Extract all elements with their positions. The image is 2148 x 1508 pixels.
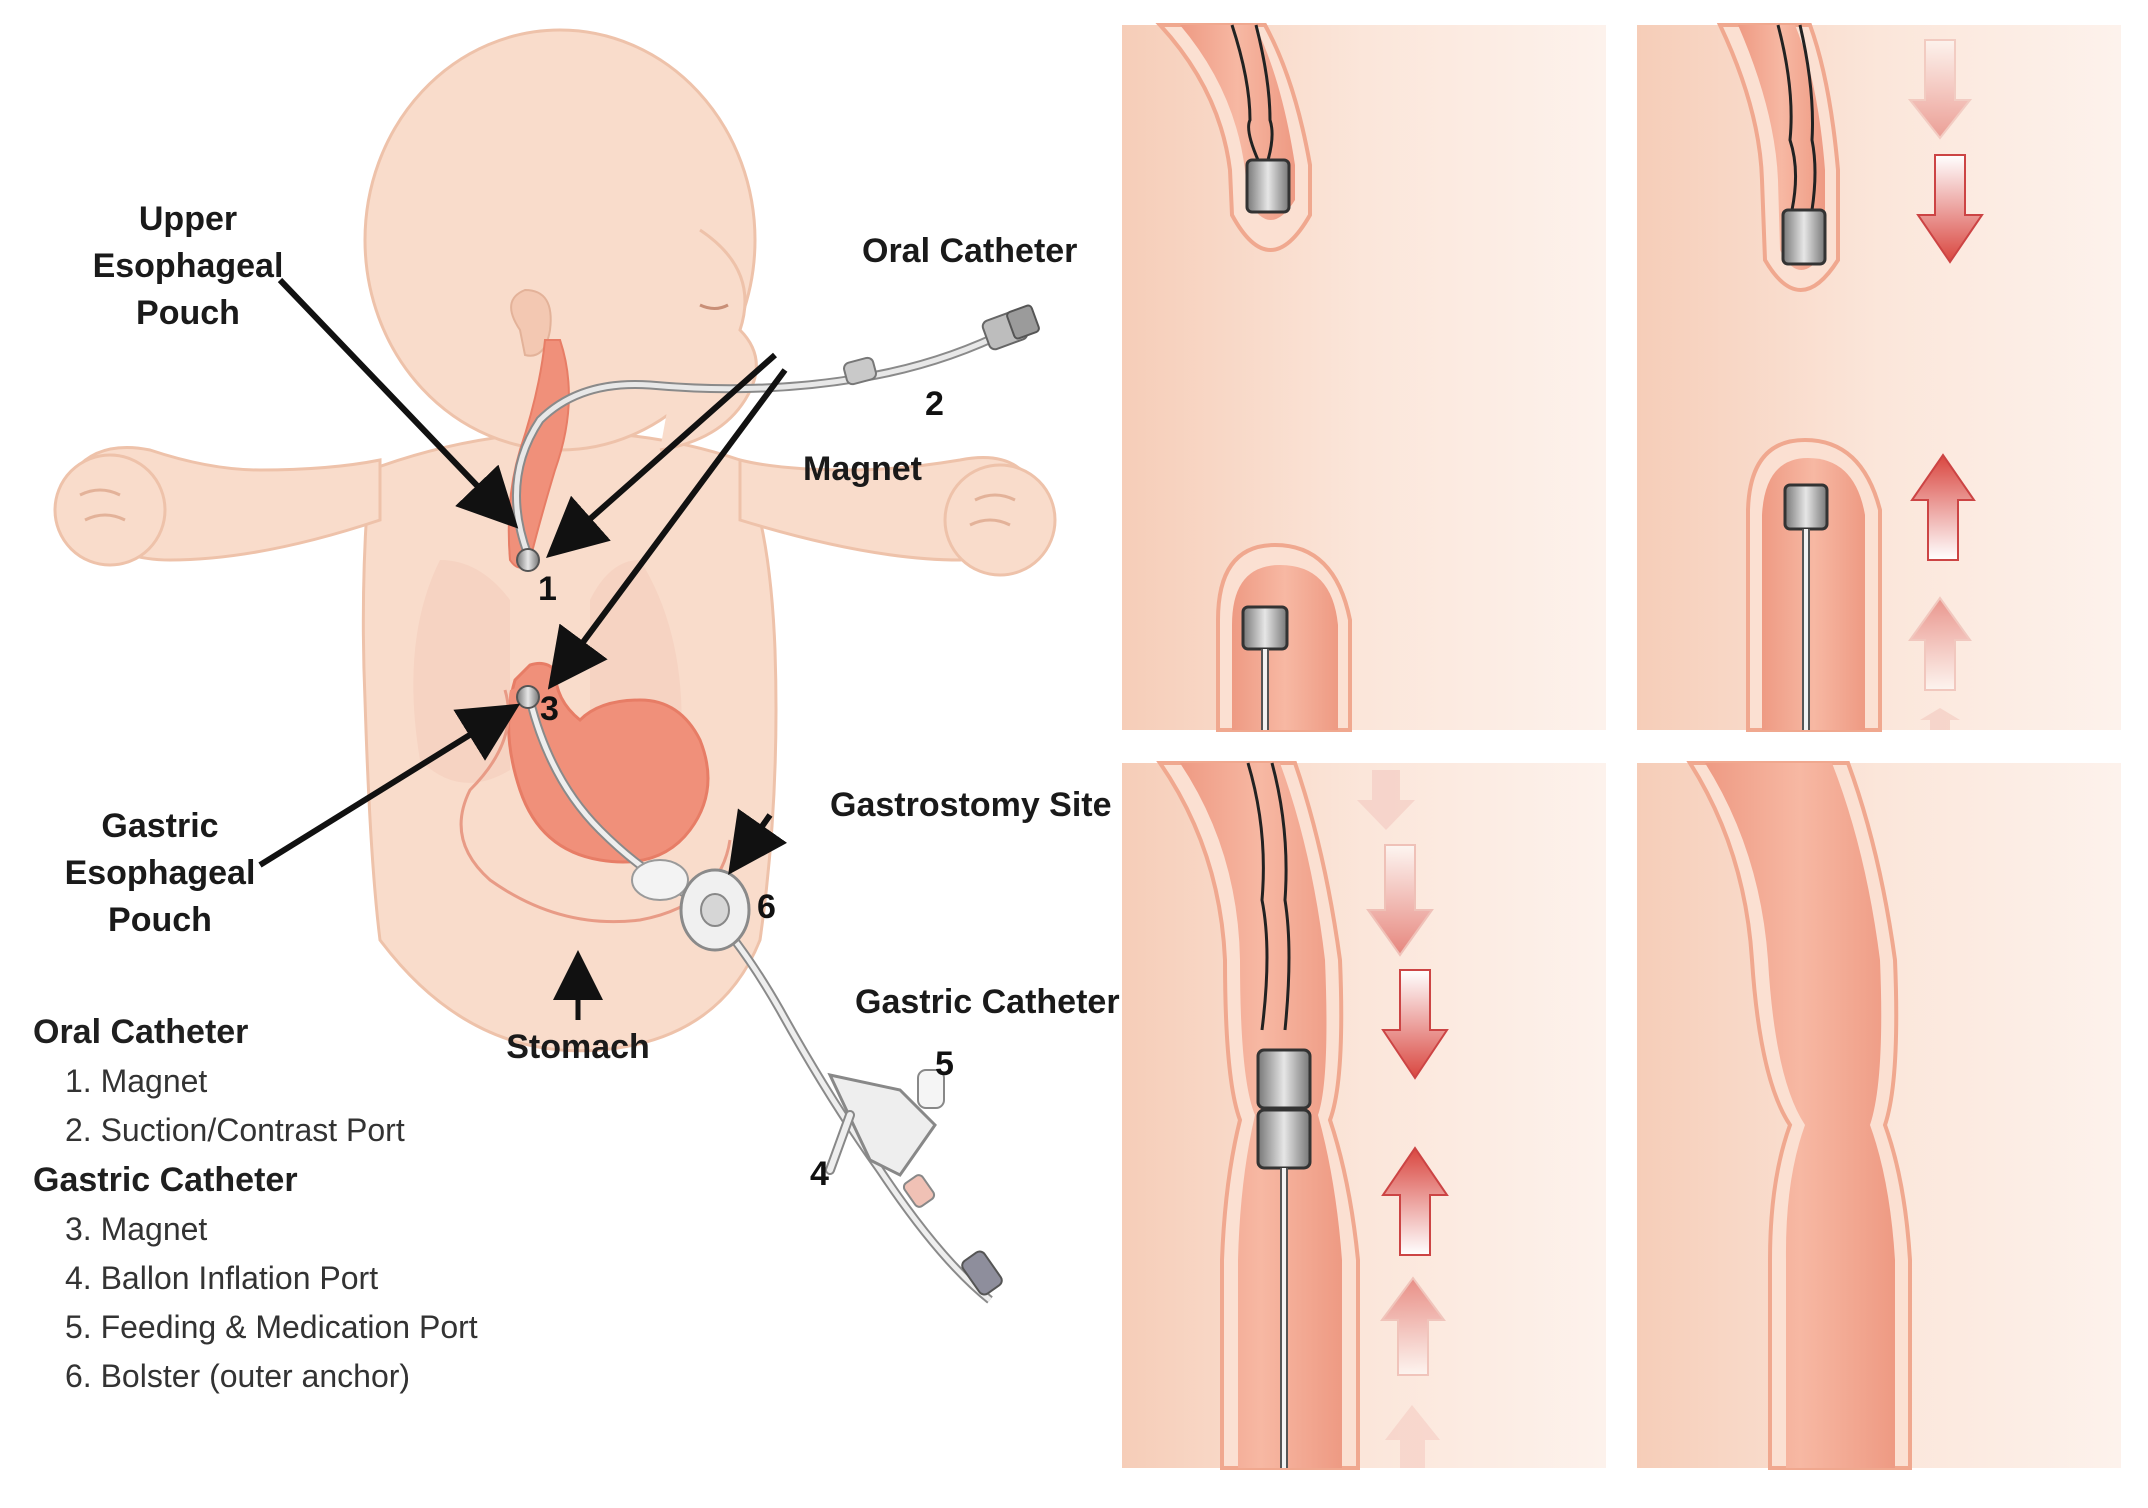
callout-number-3: 3 [540, 690, 559, 728]
gastric-catheter [516, 685, 1003, 1304]
label-upper-pouch-3: Pouch [136, 294, 240, 332]
y-connector [827, 1072, 937, 1177]
legend-oral-item-1: 1. Magnet [65, 1063, 207, 1099]
panel-magnets-attracting [1637, 23, 2121, 732]
label-stomach: Stomach [506, 1028, 650, 1066]
label-upper-pouch-1: Upper [139, 200, 237, 238]
legend-oral-heading: Oral Catheter [33, 1013, 248, 1051]
legend-gastric-item-5: 5. Feeding & Medication Port [65, 1309, 478, 1345]
callout-number-4: 4 [810, 1155, 829, 1193]
callout-number-5: 5 [935, 1045, 954, 1083]
oral-catheter [512, 304, 1040, 572]
callout-number-2: 2 [925, 385, 944, 423]
label-upper-pouch-2: Esophageal [93, 247, 284, 285]
balloon [631, 859, 689, 901]
infant-figure [53, 28, 1057, 1053]
label-gastrostomy-site: Gastrostomy Site [830, 786, 1112, 824]
callout-arrows [258, 277, 788, 1020]
label-gastric-pouch-3: Pouch [108, 901, 212, 939]
label-oral-catheter: Oral Catheter [862, 232, 1077, 270]
legend-gastric-heading: Gastric Catheter [33, 1161, 298, 1199]
legend: Oral Catheter 1. Magnet 2. Suction/Contr… [33, 1013, 478, 1394]
legend-gastric-item-6: 6. Bolster (outer anchor) [65, 1358, 410, 1394]
legend-gastric-item-4: 4. Ballon Inflation Port [65, 1260, 378, 1296]
label-gastric-catheter: Gastric Catheter [855, 983, 1120, 1021]
legend-gastric-item-3: 3. Magnet [65, 1211, 207, 1247]
legend-oral-item-2: 2. Suction/Contrast Port [65, 1112, 405, 1148]
panel-separated-pouches [1122, 23, 1606, 732]
panel-magnets-joined [1122, 761, 1606, 1470]
feeding-port-cap [917, 1069, 945, 1109]
callout-number-1: 1 [538, 570, 557, 608]
oral-magnet [516, 548, 540, 572]
label-gastric-pouch-1: Gastric [101, 807, 218, 845]
label-gastric-pouch-2: Esophageal [65, 854, 256, 892]
label-magnet: Magnet [803, 450, 922, 488]
callout-number-6: 6 [757, 888, 776, 926]
gastric-magnet [516, 685, 540, 709]
panel-anastomosis-formed [1637, 761, 2121, 1470]
